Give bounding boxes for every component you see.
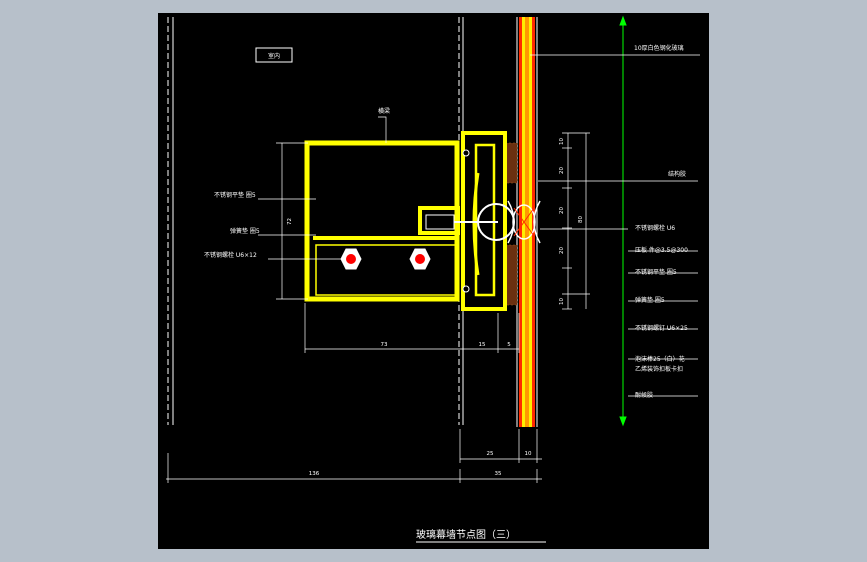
dim-15: 15 bbox=[479, 342, 486, 348]
pressure-bolt bbox=[425, 200, 541, 244]
label-cover-strip: 乙烯装饰扣板卡扣 bbox=[635, 365, 683, 373]
dim-136: 136 bbox=[309, 471, 320, 477]
label-spring-washer: 弹簧垫 圈5 bbox=[230, 227, 260, 235]
dim-20-a: 20 bbox=[559, 167, 565, 174]
label-weather-sealant: 耐候胶 bbox=[635, 391, 653, 399]
label-foam-rod: 泡沫棒25（白）花 bbox=[635, 355, 685, 363]
bottom-dims-lower bbox=[166, 453, 542, 483]
dim-25: 25 bbox=[487, 451, 494, 457]
label-pressure-plate: 压板 件@3.5@300 bbox=[635, 246, 688, 254]
label-mullion: 横梁 bbox=[378, 107, 390, 115]
indoor-label: 室内 bbox=[268, 52, 280, 60]
bottom-dims-mid bbox=[459, 429, 542, 463]
dim-5: 5 bbox=[507, 342, 511, 348]
dim-35: 35 bbox=[495, 471, 502, 477]
label-ss-screw-right: 不锈钢螺钉 U6×25 bbox=[635, 324, 688, 332]
bolt-1 bbox=[340, 248, 362, 270]
dim-20-b: 20 bbox=[559, 207, 565, 214]
label-ss-bolt-right: 不锈钢螺栓 U6 bbox=[635, 224, 675, 232]
dim-20-c: 20 bbox=[559, 247, 565, 254]
bottom-dims-upper bbox=[304, 303, 520, 353]
label-spring-washer-right: 弹簧垫 圈5 bbox=[635, 296, 665, 304]
label-ss-bolt: 不锈钢螺栓 U6×12 bbox=[204, 251, 257, 259]
label-ss-washer-right: 不锈钢平垫 圈5 bbox=[635, 268, 677, 276]
left-dim-72 bbox=[276, 142, 308, 300]
foam-rod bbox=[512, 204, 536, 240]
drawing-sheet: 室内 bbox=[158, 13, 709, 549]
node-detail-drawing: 室内 bbox=[166, 15, 700, 543]
fasteners bbox=[462, 149, 470, 293]
drawing-title: 玻璃幕墙节点图（三） bbox=[416, 528, 516, 541]
dim-10-top: 10 bbox=[559, 138, 565, 145]
structural-sealant bbox=[504, 142, 518, 306]
left-wall-lines bbox=[167, 17, 174, 425]
label-ss-washer: 不锈钢平垫 圈5 bbox=[214, 191, 256, 199]
dim-10-glass: 10 bbox=[525, 451, 532, 457]
label-structural-sealant: 结构胶 bbox=[668, 170, 686, 178]
green-reference-line bbox=[619, 15, 627, 427]
dim-80: 80 bbox=[578, 216, 584, 223]
dim-72: 72 bbox=[287, 218, 293, 225]
indoor-label-box bbox=[255, 47, 293, 63]
dim-10-bot: 10 bbox=[559, 298, 565, 305]
right-dim-chain bbox=[562, 132, 590, 310]
dim-73: 73 bbox=[381, 342, 388, 348]
bolt-2 bbox=[409, 248, 431, 270]
leader-lines bbox=[258, 54, 700, 397]
label-glass: 10厚白色钢化玻璃 bbox=[634, 44, 684, 52]
